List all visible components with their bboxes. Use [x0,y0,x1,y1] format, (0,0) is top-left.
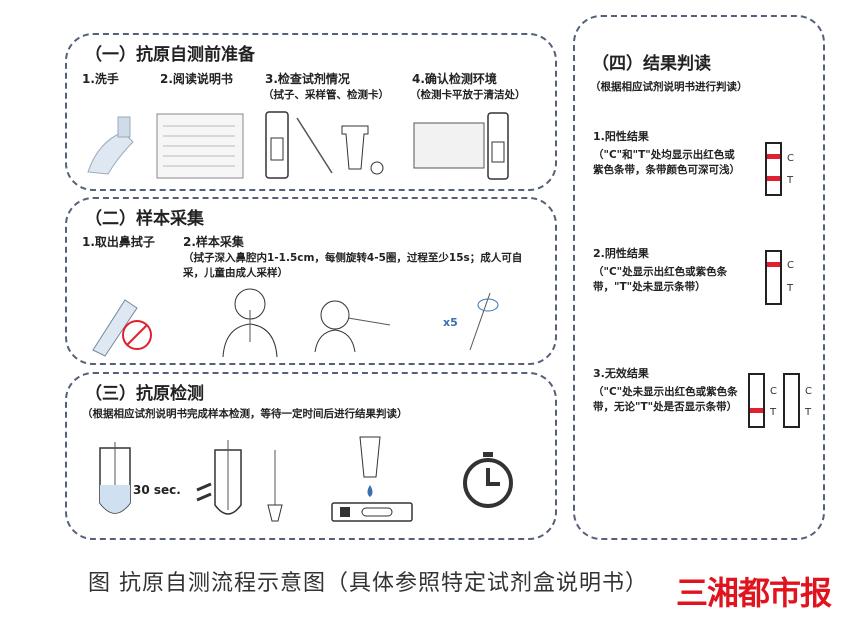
step-read-manual: 2.阅读说明书 [160,72,233,86]
result-positive-desc: （"C"和"T"处均显示出红色或紫色条带，条带颜色可深可浅） [593,149,740,176]
step-confirm-environment-note: （检测卡平放于清洁处） [410,89,526,101]
c-label: C [787,260,794,271]
section-results [573,15,825,540]
invalid-test-strip-t-only [748,373,765,428]
section4-note: （根据相应试剂说明书进行判读） [590,81,748,93]
tube-mixing-illustration [99,442,131,514]
squeeze-tube-illustration [196,440,242,515]
adult-sampling-illustration [222,288,278,357]
swab-package-illustration [92,299,152,357]
timer-icon [463,452,513,508]
test-card-illustration [413,112,509,180]
invalid-test-strip-blank [783,373,800,428]
result-negative-label: 2.阴性结果 [593,247,649,260]
result-invalid-label: 3.无效结果 [593,367,649,380]
dropper-cap-illustration [267,450,283,522]
c-band [767,154,780,159]
step-check-reagents-note: （拭子、采样管、检测卡） [263,89,389,101]
hand-washing-illustration [87,116,134,175]
c-band [767,262,780,267]
c-label: C [787,153,794,164]
t-band [750,408,763,413]
swab-rotation-illustration [469,292,499,351]
figure-caption: 图 抗原自测流程示意图（具体参照特定试剂盒说明书） [88,571,648,596]
section1-title: （一）抗原自测前准备 [85,45,255,65]
section3-note: （根据相应试剂说明书完成样本检测，等待一定时间后进行结果判读） [82,408,408,420]
section-sampling [65,197,557,365]
negative-test-strip [765,250,782,305]
result-invalid-desc: （"C"处未显示出红色或紫色条带，无论"T"处是否显示条带） [593,386,738,413]
t-label: T [787,175,794,186]
newspaper-watermark-logo: 三湘都市报 [675,574,832,612]
section4-title: （四）结果判读 [592,54,711,74]
section-preparation [65,33,557,191]
result-negative-desc: （"C"处显示出红色或紫色条带，"T"处未显示条带） [593,266,728,293]
c-label: C [805,386,812,397]
section-detection [65,372,557,540]
step-wash-hands: 1.洗手 [82,72,119,86]
step-take-swab: 1.取出鼻拭子 [82,235,155,249]
t-label: T [770,407,777,418]
step-check-reagents: 3.检查试剂情况 [265,72,350,86]
rotation-count-label: x5 [443,316,458,329]
t-label: T [805,407,812,418]
section3-title: （三）抗原检测 [85,384,204,404]
child-sampling-illustration [314,300,391,353]
t-band [767,176,780,181]
step-collect-sample-note: （拭子深入鼻腔内1-1.5cm，每侧旋转4-5圈，过程至少15s；成人可自采，儿… [183,252,523,279]
reagent-kit-illustration [265,111,384,179]
step-collect-sample: 2.样本采集 [183,235,244,249]
wait-time-label: 30 sec. [133,483,181,497]
positive-test-strip [765,142,782,196]
step-confirm-environment: 4.确认检测环境 [412,72,497,86]
c-label: C [770,386,777,397]
result-positive-label: 1.阳性结果 [593,130,649,143]
section2-title: （二）样本采集 [85,209,204,229]
t-label: T [787,283,794,294]
manual-illustration [156,113,244,179]
add-drops-illustration [331,436,413,522]
